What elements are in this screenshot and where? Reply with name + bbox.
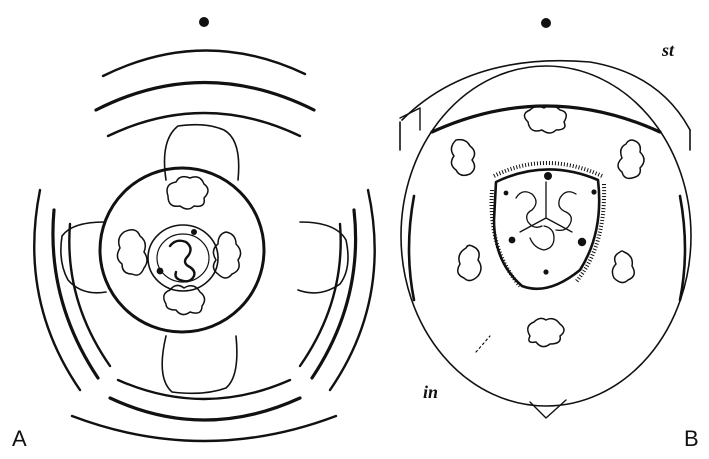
bract-flap-bottom — [530, 400, 566, 418]
sepal-arc-b-top — [432, 106, 660, 132]
petals-a — [61, 125, 348, 394]
ovule-dot-a — [157, 268, 164, 275]
inferior-label: in — [423, 382, 438, 403]
inner-arcs-a — [69, 113, 340, 399]
ovule-dots-b — [504, 172, 597, 275]
floral-diagram-a — [34, 17, 374, 441]
floral-diagram-b — [400, 18, 691, 418]
standard-label: st — [662, 40, 674, 61]
stamens-a — [117, 177, 240, 315]
axis-dot-a — [199, 17, 209, 27]
perianth-circle-b — [401, 66, 691, 406]
outer-bract-arcs-a — [34, 50, 374, 441]
figure-a-label: A — [12, 426, 27, 452]
ovule-dot-a-2 — [191, 229, 197, 235]
axis-dot-b — [541, 18, 551, 28]
carpel-locules-b — [516, 182, 576, 250]
figure-b-label: B — [684, 426, 699, 452]
outer-bract-b-top — [402, 61, 690, 130]
stamens-b — [451, 105, 644, 346]
pistil-a — [148, 225, 218, 291]
sepal-arc-b-left — [409, 196, 414, 300]
dotted-line-b — [476, 336, 490, 352]
bract-arcs-a — [53, 83, 356, 421]
